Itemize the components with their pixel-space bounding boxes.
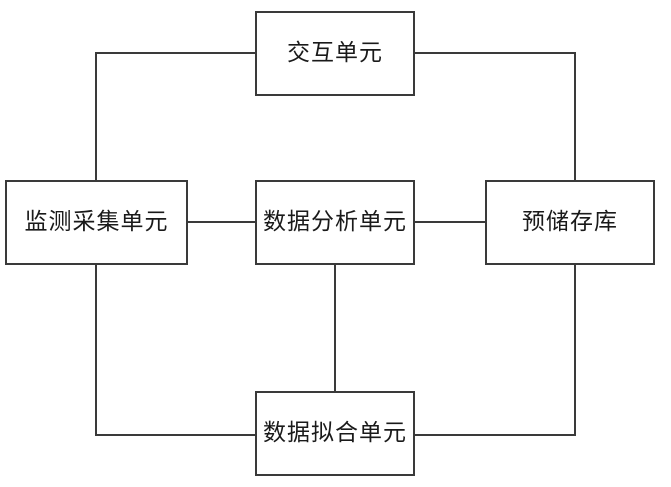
node-monitoring-collection-unit[interactable]: 监测采集单元 — [5, 180, 188, 265]
connector-edge-interaction-to-prestorage — [414, 52, 576, 181]
node-interaction-unit[interactable]: 交互单元 — [255, 11, 415, 96]
node-pre-storage-repository[interactable]: 预储存库 — [485, 180, 655, 265]
node-label-pre-storage-repository: 预储存库 — [522, 209, 618, 235]
node-label-data-fitting-unit: 数据拟合单元 — [263, 420, 407, 446]
node-label-interaction-unit: 交互单元 — [287, 40, 383, 66]
connector-edge-monitoring-to-fitting — [95, 264, 256, 436]
connector-edge-prestorage-to-fitting — [414, 264, 576, 436]
node-data-analysis-unit[interactable]: 数据分析单元 — [255, 180, 415, 265]
node-label-monitoring-collection-unit: 监测采集单元 — [24, 209, 169, 235]
node-data-fitting-unit[interactable]: 数据拟合单元 — [255, 391, 415, 476]
connector-edge-monitoring-to-interaction — [95, 52, 256, 181]
node-label-data-analysis-unit: 数据分析单元 — [263, 209, 407, 235]
